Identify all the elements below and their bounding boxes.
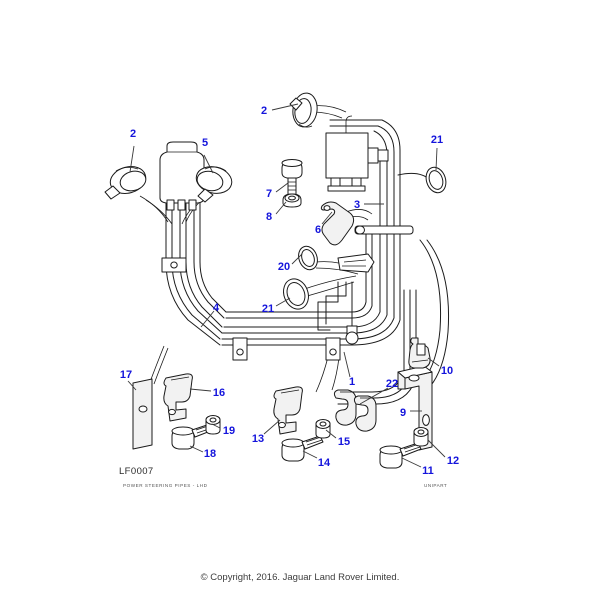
callout-number-group: 2 5 2 21 7 8 3 6 20 21 4 10 17 16 1 22 9… (120, 105, 459, 477)
callout-22: 22 (386, 378, 398, 390)
callout-15: 15 (338, 436, 350, 448)
hose-clip-2-left (104, 166, 147, 200)
bracket-clamp-6 (320, 201, 355, 246)
pipe-union-collar (354, 225, 414, 235)
o-ring-20 (298, 245, 318, 271)
steering-rack-housing (317, 253, 375, 345)
flanged-bolt-14 (281, 435, 324, 462)
callout-6: 6 (315, 224, 321, 236)
steering-pump-housing (325, 115, 389, 192)
heat-shield-17 (132, 378, 153, 450)
title-block: LF0007 POWER STEERING PIPES - LHD UNIPAR… (119, 466, 447, 488)
flanged-bolt-7 (281, 159, 303, 196)
flanged-bolt-11 (379, 442, 422, 469)
callout-13: 13 (252, 433, 264, 445)
drawing-description: POWER STEERING PIPES - LHD (123, 483, 208, 488)
brand-mark: UNIPART (424, 483, 447, 488)
callout-4: 4 (213, 302, 220, 314)
spacer-15 (315, 419, 331, 439)
pipe-saddle-clamp-right (325, 337, 341, 361)
callout-10: 10 (441, 365, 453, 377)
callout-12: 12 (447, 455, 459, 467)
callout-7: 7 (266, 188, 272, 200)
reservoir-bottle (159, 141, 205, 211)
callout-5: 5 (202, 137, 208, 149)
callout-21-lower: 21 (262, 303, 274, 315)
callout-9: 9 (400, 407, 406, 419)
callout-18: 18 (204, 448, 216, 460)
pipe-clip-10 (408, 337, 431, 369)
copyright-notice: © Copyright, 2016. Jaguar Land Rover Lim… (201, 572, 400, 583)
callout-21-top: 21 (431, 134, 443, 146)
drawing-code: LF0007 (119, 466, 154, 477)
callout-20: 20 (278, 261, 290, 273)
callout-3: 3 (354, 199, 360, 211)
spacer-12 (413, 427, 429, 447)
callout-14: 14 (318, 457, 331, 469)
pipe-bracket-16 (163, 373, 193, 422)
callout-19: 19 (223, 425, 235, 437)
washer-8 (282, 193, 302, 208)
leader-lines (127, 103, 446, 468)
callout-8: 8 (266, 211, 272, 223)
hose-clip-5 (195, 166, 233, 203)
callout-2-top: 2 (261, 105, 267, 117)
o-ring-21-top (425, 166, 447, 194)
callout-16: 16 (213, 387, 225, 399)
pipe-saddle-clamp-reservoir (161, 257, 187, 273)
pipe-bracket-13 (273, 386, 303, 435)
callout-17: 17 (120, 369, 132, 381)
hose-clip-2-top (289, 92, 318, 128)
pipe-saddle-clamp-left (232, 337, 248, 361)
flanged-bolt-18 (171, 423, 214, 450)
callout-1: 1 (349, 376, 355, 388)
callout-11: 11 (422, 465, 434, 477)
o-ring-21-lower (283, 278, 309, 310)
callout-2-left: 2 (130, 128, 136, 140)
double-pipe-clip-22 (333, 389, 377, 432)
